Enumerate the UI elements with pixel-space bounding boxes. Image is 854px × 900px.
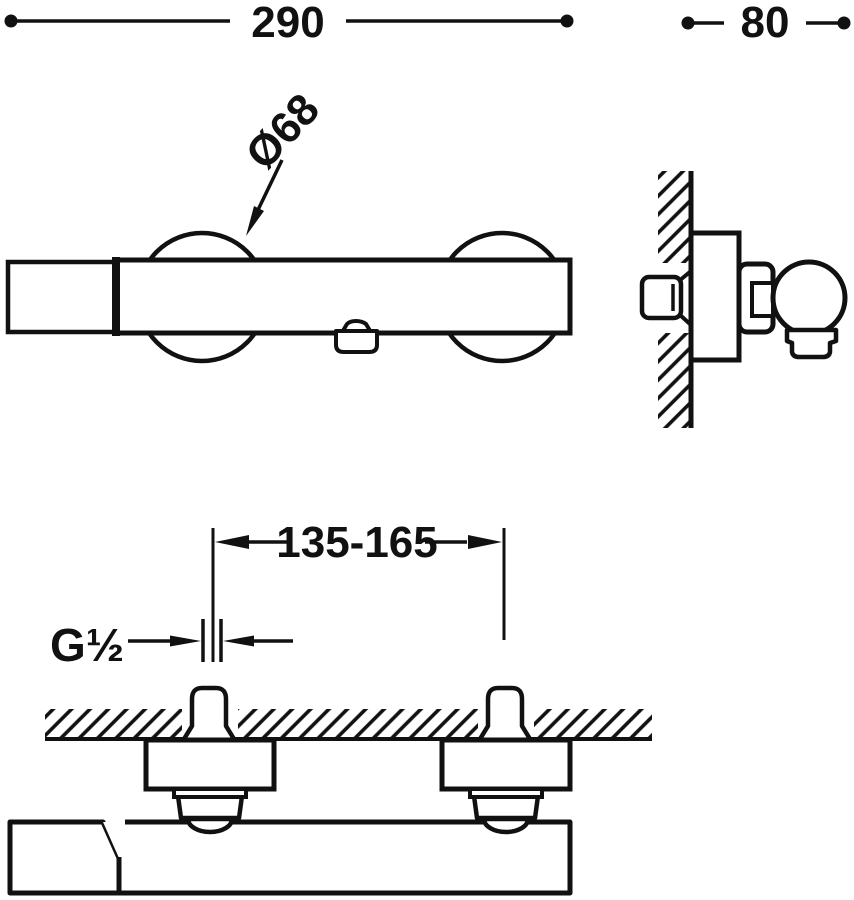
knob-lever [784, 327, 839, 360]
arrowhead-right [468, 535, 502, 549]
dimension-depth: 80 [681, 0, 851, 47]
dimension-depth-label: 80 [741, 0, 790, 47]
right-nut-bump [481, 816, 531, 835]
left-nut-bump [185, 816, 235, 835]
left-supply-pipe [182, 685, 236, 741]
leader-arrowhead [246, 206, 264, 236]
dimension-connection-spacing: 135-165 [211, 518, 506, 662]
dimension-dot-right [837, 16, 851, 30]
right-nut-collar [468, 787, 544, 799]
left-nut-collar [172, 787, 248, 799]
arrowhead-left [215, 535, 249, 549]
bar-left-piece [7, 819, 122, 896]
thread-arrow-right [223, 635, 254, 647]
bottom-view [7, 685, 652, 896]
escutcheon-diameter-label: Ø68 [236, 85, 329, 179]
handle-end-body [5, 259, 119, 335]
dimension-dot-right [560, 14, 574, 28]
callout-thread-size: G½ [50, 619, 293, 671]
control-knob [770, 259, 848, 337]
mixer-bar-body [113, 257, 573, 336]
cartridge-inner [750, 281, 775, 318]
wall-hatch-band [45, 709, 652, 738]
right-union-block [439, 737, 573, 792]
dimension-dot-left [681, 16, 695, 30]
dimension-total-width: 290 [4, 0, 574, 47]
right-nut-body [471, 793, 541, 821]
dimension-dot-left [4, 14, 18, 28]
thread-arrow-left [170, 635, 201, 647]
bar-main-fill [103, 822, 570, 893]
outlet-port [334, 329, 379, 354]
bar-cross-section [688, 230, 742, 363]
front-view [5, 230, 573, 364]
dimension-total-width-label: 290 [251, 0, 324, 47]
thread-size-label: G½ [50, 619, 124, 671]
bar-main-outline [116, 819, 573, 896]
connection-spacing-label: 135-165 [276, 518, 437, 567]
left-union-block [143, 737, 277, 792]
side-view [639, 171, 848, 428]
left-nut-body [175, 793, 245, 821]
callout-escutcheon-diameter: Ø68 [236, 85, 329, 236]
right-supply-pipe [478, 685, 532, 741]
supply-pipe-stub [639, 274, 684, 321]
